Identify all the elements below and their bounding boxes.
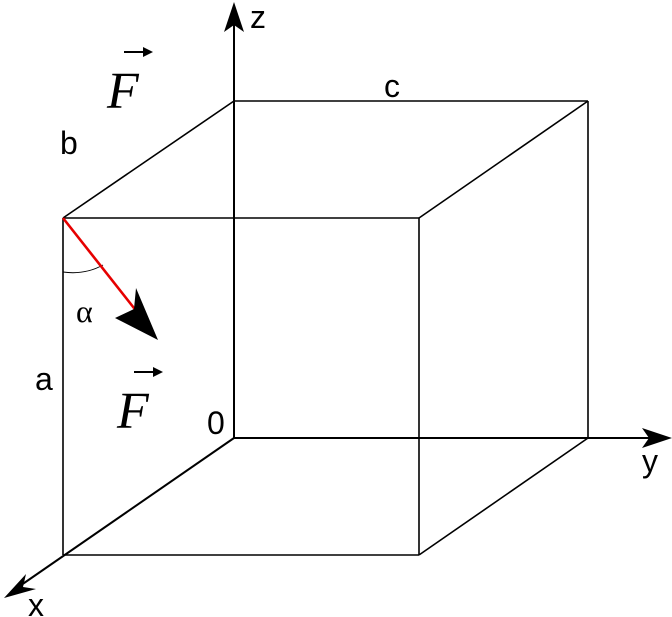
force-arrow-shaft xyxy=(61,217,147,323)
angle-label: α xyxy=(76,293,93,329)
box-edge-bottom-right-diagonal xyxy=(418,437,589,556)
origin-label: 0 xyxy=(207,405,225,441)
force-vector xyxy=(61,217,158,340)
box-edge-top-left-diagonal xyxy=(62,100,235,219)
y-axis-label: y xyxy=(642,443,658,479)
x-axis-arrowhead xyxy=(4,574,36,598)
z-axis-arrowhead xyxy=(224,2,244,32)
edge-label-a: a xyxy=(35,361,53,397)
y-axis-arrowhead xyxy=(642,428,672,448)
edge-label-c: c xyxy=(384,68,400,104)
x-axis-label: x xyxy=(28,587,44,617)
axes xyxy=(4,2,672,598)
edge-label-b: b xyxy=(60,125,78,161)
box-edge-top-right-diagonal xyxy=(418,100,589,219)
force-symbol-bottom-vector-head xyxy=(153,367,163,377)
force-symbol-bottom: F xyxy=(116,367,163,440)
force-symbol-top: F xyxy=(106,47,153,120)
angle-arc xyxy=(62,264,104,274)
force-symbol-top-vector-head xyxy=(143,47,153,57)
force-symbol-top-text: F xyxy=(106,63,140,120)
z-axis-label: z xyxy=(250,0,266,35)
force-arrowhead xyxy=(115,288,158,340)
force-symbol-bottom-text: F xyxy=(116,383,150,440)
x-axis xyxy=(13,437,235,591)
box-edges xyxy=(62,100,589,556)
